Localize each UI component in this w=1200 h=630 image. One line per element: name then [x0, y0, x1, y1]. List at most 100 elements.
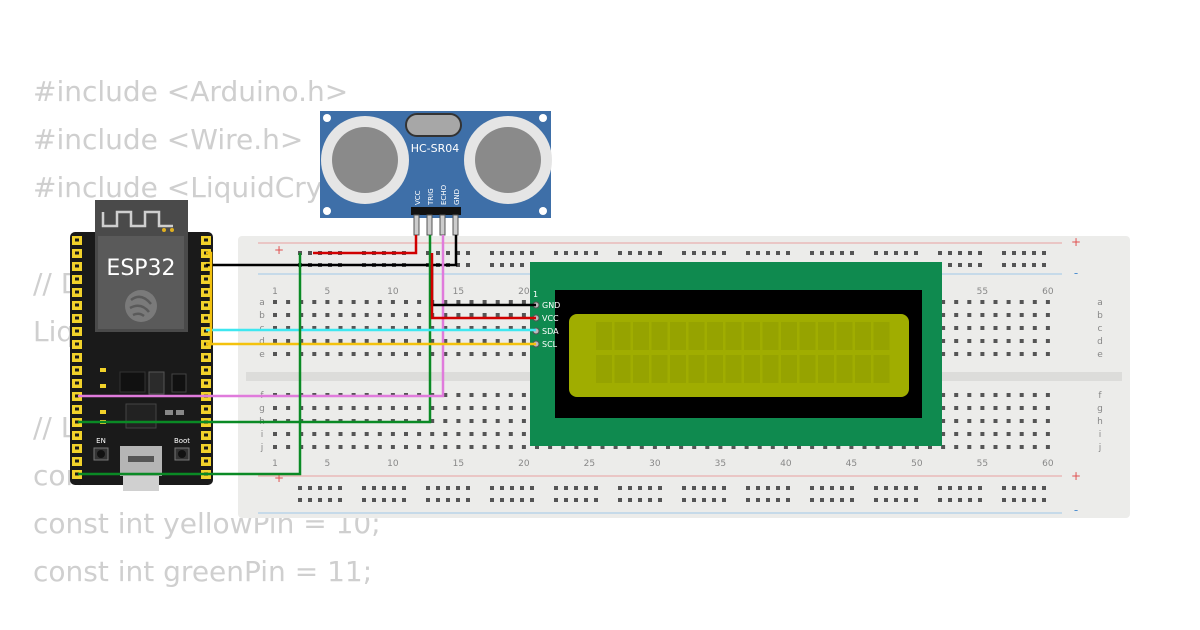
breadboard-hole[interactable]	[1019, 432, 1024, 436]
breadboard-hole[interactable]	[430, 406, 435, 410]
rail-hole[interactable]	[894, 498, 898, 502]
breadboard-hole[interactable]	[561, 445, 566, 449]
breadboard-hole[interactable]	[626, 445, 631, 449]
breadboard-hole[interactable]	[1032, 406, 1037, 410]
breadboard-hole[interactable]	[469, 326, 474, 330]
rail-hole[interactable]	[1022, 498, 1026, 502]
rail-hole[interactable]	[948, 486, 952, 490]
breadboard-hole[interactable]	[495, 445, 500, 449]
rail-hole[interactable]	[894, 486, 898, 490]
rail-hole[interactable]	[456, 486, 460, 490]
breadboard-hole[interactable]	[469, 406, 474, 410]
breadboard-hole[interactable]	[810, 445, 815, 449]
breadboard-hole[interactable]	[469, 339, 474, 343]
rail-hole[interactable]	[692, 251, 696, 255]
breadboard-hole[interactable]	[390, 326, 395, 330]
breadboard-hole[interactable]	[417, 432, 422, 436]
breadboard-hole[interactable]	[521, 432, 526, 436]
breadboard-hole[interactable]	[482, 313, 487, 317]
breadboard-hole[interactable]	[377, 313, 382, 317]
breadboard-hole[interactable]	[967, 432, 972, 436]
breadboard-hole[interactable]	[954, 432, 959, 436]
breadboard-hole[interactable]	[1045, 419, 1050, 423]
breadboard-hole[interactable]	[273, 313, 277, 317]
rail-hole[interactable]	[1012, 251, 1016, 255]
rail-hole[interactable]	[618, 251, 622, 255]
breadboard-hole[interactable]	[390, 432, 395, 436]
breadboard-hole[interactable]	[325, 326, 330, 330]
rail-hole[interactable]	[328, 498, 332, 502]
breadboard-hole[interactable]	[508, 419, 513, 423]
rail-hole[interactable]	[904, 251, 908, 255]
rail-hole[interactable]	[850, 486, 854, 490]
breadboard-hole[interactable]	[312, 432, 317, 436]
breadboard-hole[interactable]	[312, 339, 317, 343]
rail-hole[interactable]	[628, 251, 632, 255]
breadboard-hole[interactable]	[338, 445, 343, 449]
rail-hole[interactable]	[520, 486, 524, 490]
breadboard-hole[interactable]	[443, 326, 448, 330]
rail-hole[interactable]	[1022, 263, 1026, 267]
breadboard-hole[interactable]	[967, 326, 972, 330]
rail-hole[interactable]	[756, 251, 760, 255]
breadboard-hole[interactable]	[325, 432, 330, 436]
breadboard-hole[interactable]	[364, 313, 369, 317]
breadboard-hole[interactable]	[338, 339, 343, 343]
rail-hole[interactable]	[1032, 251, 1036, 255]
breadboard-hole[interactable]	[456, 339, 461, 343]
rail-hole[interactable]	[682, 251, 686, 255]
rail-hole[interactable]	[500, 263, 504, 267]
rail-hole[interactable]	[1002, 498, 1006, 502]
breadboard-hole[interactable]	[718, 445, 723, 449]
breadboard-hole[interactable]	[574, 445, 579, 449]
rail-hole[interactable]	[584, 498, 588, 502]
rail-hole[interactable]	[658, 251, 662, 255]
breadboard-hole[interactable]	[1032, 432, 1037, 436]
rail-hole[interactable]	[948, 263, 952, 267]
rail-hole[interactable]	[554, 498, 558, 502]
rail-hole[interactable]	[702, 251, 706, 255]
breadboard-hole[interactable]	[456, 313, 461, 317]
breadboard-hole[interactable]	[993, 432, 998, 436]
breadboard-hole[interactable]	[482, 406, 487, 410]
breadboard-hole[interactable]	[993, 393, 998, 397]
rail-hole[interactable]	[948, 498, 952, 502]
rail-hole[interactable]	[1042, 498, 1046, 502]
rail-hole[interactable]	[810, 486, 814, 490]
rail-hole[interactable]	[746, 498, 750, 502]
breadboard-hole[interactable]	[1032, 419, 1037, 423]
rail-hole[interactable]	[978, 263, 982, 267]
breadboard-hole[interactable]	[286, 432, 291, 436]
breadboard-hole[interactable]	[495, 313, 500, 317]
breadboard-hole[interactable]	[325, 445, 330, 449]
breadboard-hole[interactable]	[495, 326, 500, 330]
rail-hole[interactable]	[426, 251, 430, 255]
rail-hole[interactable]	[510, 498, 514, 502]
breadboard-hole[interactable]	[469, 419, 474, 423]
breadboard-hole[interactable]	[1006, 406, 1011, 410]
breadboard-hole[interactable]	[495, 419, 500, 423]
breadboard-hole[interactable]	[967, 393, 972, 397]
breadboard-hole[interactable]	[404, 300, 408, 304]
breadboard-hole[interactable]	[364, 406, 369, 410]
rail-hole[interactable]	[1022, 486, 1026, 490]
breadboard-hole[interactable]	[338, 300, 343, 304]
rail-hole[interactable]	[308, 486, 312, 490]
breadboard-hole[interactable]	[993, 406, 998, 410]
breadboard-hole[interactable]	[757, 445, 762, 449]
breadboard-hole[interactable]	[273, 445, 277, 449]
rail-hole[interactable]	[1032, 263, 1036, 267]
rail-hole[interactable]	[968, 251, 972, 255]
breadboard-hole[interactable]	[967, 419, 972, 423]
rail-hole[interactable]	[426, 498, 430, 502]
rail-hole[interactable]	[628, 498, 632, 502]
breadboard-hole[interactable]	[901, 445, 906, 449]
breadboard-hole[interactable]	[954, 300, 959, 304]
breadboard-hole[interactable]	[495, 352, 500, 356]
rail-hole[interactable]	[904, 486, 908, 490]
breadboard-hole[interactable]	[469, 352, 474, 356]
breadboard-hole[interactable]	[613, 445, 618, 449]
breadboard-hole[interactable]	[469, 393, 474, 397]
breadboard-hole[interactable]	[770, 445, 775, 449]
rail-hole[interactable]	[466, 486, 470, 490]
